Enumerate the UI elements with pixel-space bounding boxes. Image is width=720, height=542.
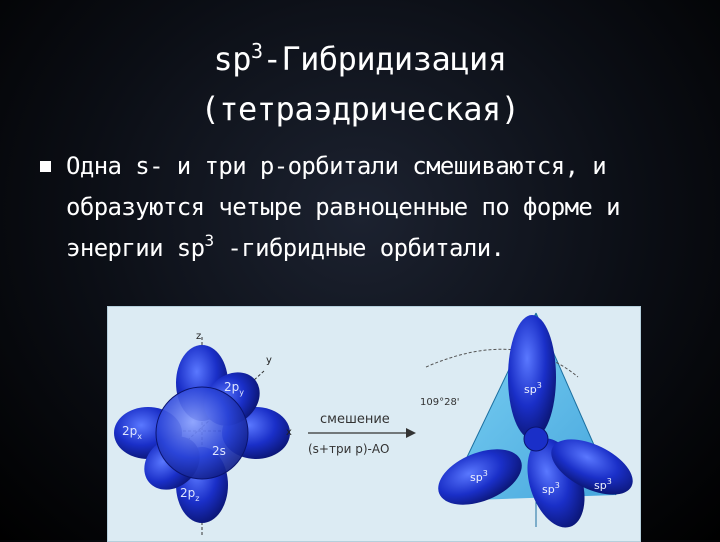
mixing-label: смешение xyxy=(320,412,390,427)
bullet-text: Одна s- и три p-орбитали смешиваются, и … xyxy=(66,152,621,262)
orbitals-sum-label: (s+три p)-АО xyxy=(308,442,390,456)
label-2pz: 2pz xyxy=(180,486,199,503)
s-orbital-ring xyxy=(155,386,249,480)
sp3-label-top: sp3 xyxy=(524,381,542,396)
bullet-item: Одна s- и три p-орбитали смешиваются, и … xyxy=(40,146,710,269)
hybridization-figure: z y x 2py 2px 2s 2pz смешение (s+три p)-… xyxy=(107,306,641,542)
nucleus-center xyxy=(523,426,549,452)
sp3-label-middle: sp3 xyxy=(542,481,560,496)
label-2s: 2s xyxy=(212,444,226,458)
angle-arc xyxy=(425,348,579,378)
sp3-label-right: sp3 xyxy=(594,477,612,492)
label-2px: 2px xyxy=(122,424,142,441)
right-sp3-diagram: 109°28' sp3 sp3 sp3 sp3 xyxy=(420,312,633,528)
title-line-1: sp3-Гибридизация xyxy=(213,39,507,78)
slide-title: sp3-Гибридизация (тетраэдрическая) xyxy=(0,34,720,134)
sp3-top-lobe xyxy=(508,315,556,439)
sp3-label-left: sp3 xyxy=(470,469,488,484)
arrow-head-icon xyxy=(406,428,416,438)
sp3-right-lobe xyxy=(551,439,633,495)
sp3-left-lobe xyxy=(438,449,522,505)
s-orbital-sphere xyxy=(156,387,248,479)
x-axis-label: x xyxy=(286,427,292,438)
title-line-2: (тетраэдрическая) xyxy=(200,90,520,128)
bullet-square-icon xyxy=(40,161,51,172)
mixing-arrow-group: смешение (s+три p)-АО xyxy=(308,412,416,456)
bond-angle-label: 109°28' xyxy=(420,397,460,408)
y-axis-label: y xyxy=(266,355,272,366)
label-2py: 2py xyxy=(224,380,244,397)
z-axis-label: z xyxy=(196,331,201,342)
left-orbitals-diagram: z y x 2py 2px 2s 2pz xyxy=(114,331,292,537)
